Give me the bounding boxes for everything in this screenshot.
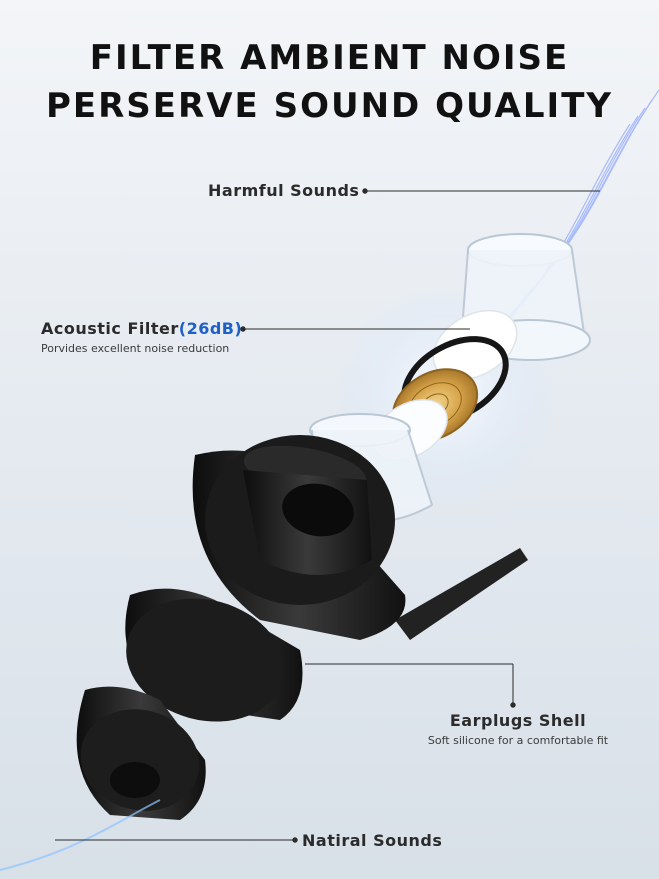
headline-line-1: FILTER AMBIENT NOISE: [89, 38, 570, 78]
callout-acoustic-title: Acoustic Filter(26dB): [41, 319, 242, 338]
callout-natural-sounds: Natiral Sounds: [302, 831, 442, 850]
callout-acoustic-subtitle: Porvides excellent noise reduction: [41, 342, 230, 355]
callout-earplugs-shell: Earplugs Shell Soft silicone for a comfo…: [413, 711, 623, 747]
headline-line-2: PERSERVE SOUND QUALITY: [45, 86, 613, 126]
callout-acoustic-filter: Acoustic Filter(26dB) Porvides excellent…: [41, 319, 242, 355]
callout-harmful-title: Harmful Sounds: [208, 181, 360, 200]
callout-natural-title: Natiral Sounds: [302, 831, 443, 850]
callout-shell-subtitle: Soft silicone for a comfortable fit: [427, 734, 609, 747]
callout-shell-title: Earplugs Shell: [449, 711, 587, 730]
earplug-shell: [76, 435, 528, 820]
white-membrane: [432, 309, 518, 381]
acoustic-db-rating: (26dB): [178, 319, 243, 338]
callout-leader-lines: [55, 188, 600, 843]
callout-harmful-sounds: Harmful Sounds: [208, 181, 359, 200]
acoustic-title-text: Acoustic Filter: [41, 319, 179, 338]
natural-sound-wave: [0, 799, 161, 871]
